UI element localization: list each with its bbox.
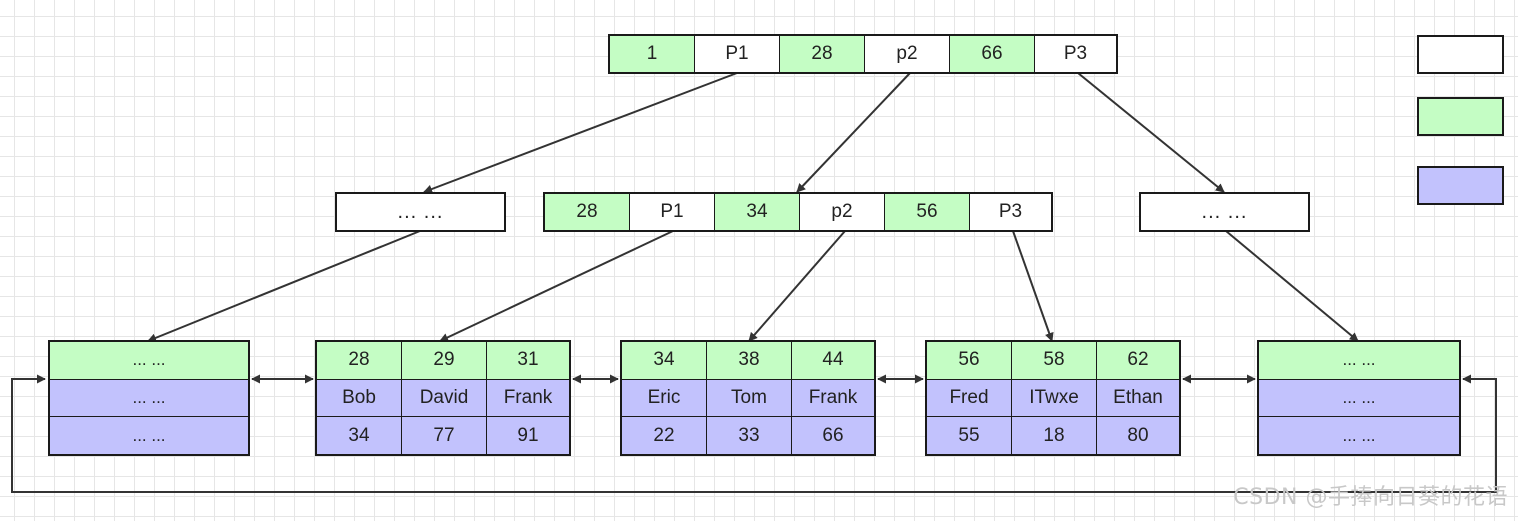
leaf-name: Eric [622,379,707,417]
leaf-name: Bob [317,379,402,417]
leaf-value: 80 [1127,424,1149,446]
internal-key-56: 56 [885,194,970,230]
leaf-node-left-placeholder: ... ... ... ... ... ... [48,340,250,456]
internal-node-left: ... ... [335,192,506,232]
leaf-name: Tom [707,379,792,417]
leaf-value: 33 [707,417,792,455]
edge-root-p3 [1077,72,1225,193]
leaf-name: Frank [808,387,858,408]
edge-internal-p2 [748,230,846,342]
leaf-key: 56 [927,342,1012,379]
root-node: 1 P1 28 p2 66 P3 [608,34,1118,74]
root-pointer-p2: p2 [865,36,950,72]
edge-root-p2 [796,72,911,193]
legend-key-swatch [1417,97,1504,136]
internal-key-34: 34 [715,194,800,230]
internal-pointer-p1: P1 [630,194,715,230]
leaf-name: Fred [927,379,1012,417]
edge-internal-p1 [439,230,674,342]
leaf-value: 55 [927,417,1012,455]
leaf-value: 77 [402,417,487,455]
edge-internal-right-leaf [1225,230,1359,342]
leaf-name: Frank [503,387,553,408]
watermark: CSDN @手捧向日葵的花语 [1233,485,1508,510]
leaf-value: 66 [822,424,844,446]
leaf-value: 22 [622,417,707,455]
leaf-key: 62 [1127,349,1149,371]
leaf-placeholder-key-row: ... ... [132,350,166,370]
root-key-66: 66 [950,36,1035,72]
leaf-key: 34 [622,342,707,379]
leaf-wraparound-link [11,374,1497,493]
leaf-value: 34 [317,417,402,455]
leaf-node-right-placeholder: ... ... ... ... ... ... [1257,340,1461,456]
leaf-placeholder-name-row: ... ... [1342,388,1376,407]
edge-root-p1 [423,72,738,194]
internal-node-right: ... ... [1139,192,1310,232]
leaf-node-2: 34 38 44 Eric Tom Frank 22 33 66 [620,340,876,456]
leaf-key: 31 [517,349,539,371]
root-key-28: 28 [780,36,865,72]
leaf-key: 28 [317,342,402,379]
leaf-name: Ethan [1113,387,1163,408]
leaf-name: ITwxe [1012,379,1097,417]
leaf-placeholder-value-row: ... ... [1342,425,1376,445]
internal-key-28: 28 [545,194,630,230]
leaf-placeholder-name-row: ... ... [132,388,166,407]
leaf-key: 38 [707,342,792,379]
edge-internal-left-leaf [147,230,421,343]
leaf-value: 18 [1012,417,1097,455]
internal-node-middle: 28 P1 34 p2 56 P3 [543,192,1053,232]
leaf-placeholder-key-row: ... ... [1342,350,1376,370]
legend-pointer-swatch [1417,35,1504,74]
leaf-node-3: 56 58 62 Fred ITwxe Ethan 55 18 80 [925,340,1181,456]
leaf-key: 58 [1012,342,1097,379]
edge-internal-p3 [1012,230,1054,342]
leaf-value: 91 [517,424,539,446]
leaf-placeholder-value-row: ... ... [132,425,166,445]
leaf-name: David [402,379,487,417]
legend-data-swatch [1417,166,1504,205]
leaf-node-1: 28 29 31 Bob David Frank 34 77 91 [315,340,571,456]
root-pointer-p1: P1 [695,36,780,72]
root-key-1: 1 [610,36,695,72]
root-pointer-p3: P3 [1035,36,1116,72]
leaf-key: 29 [402,342,487,379]
internal-pointer-p3: P3 [970,194,1051,230]
leaf-key: 44 [822,349,844,371]
internal-pointer-p2: p2 [800,194,885,230]
